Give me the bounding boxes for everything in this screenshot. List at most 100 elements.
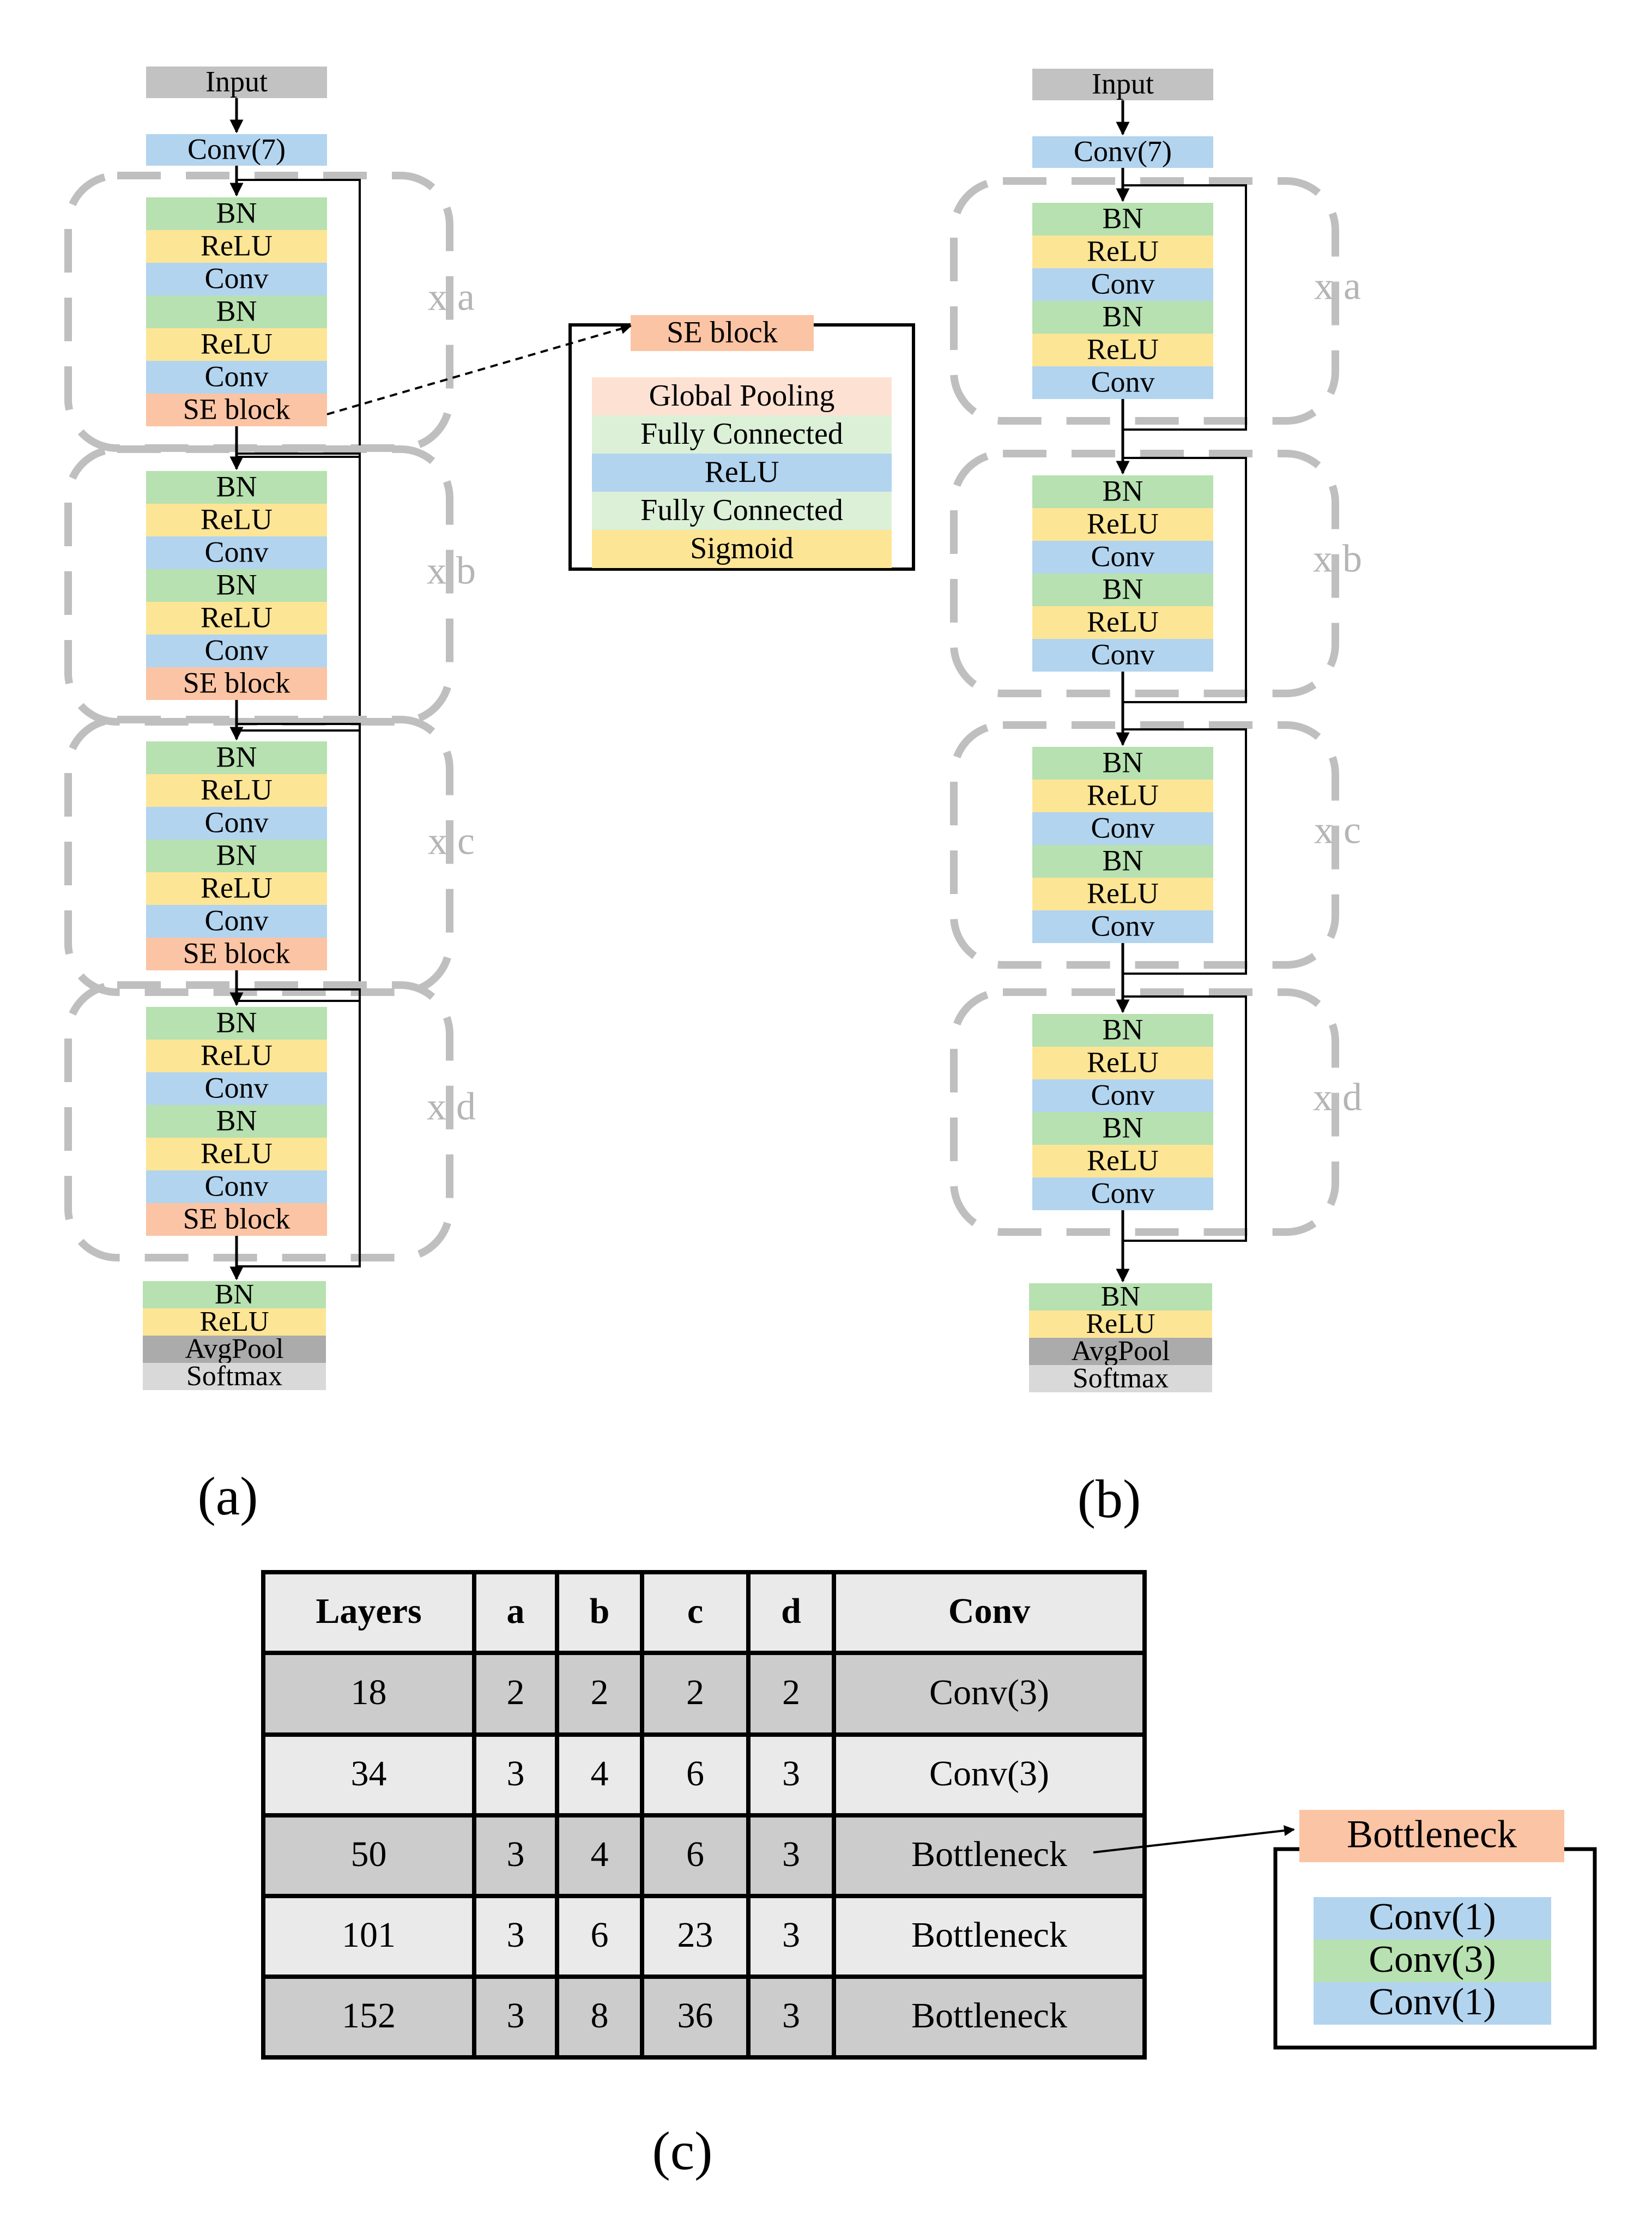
panel_a-stage-1-layer-1-bn-label: BN bbox=[216, 196, 257, 229]
panel_b-tail-relu: ReLU bbox=[1029, 1308, 1212, 1339]
panel_b-tail-softmax: Softmax bbox=[1029, 1363, 1212, 1394]
panel_a-stage-4-layer-6-conv: Conv bbox=[146, 1169, 327, 1203]
panel_a-first-conv-bg bbox=[146, 134, 327, 166]
table-cell: Bottleneck bbox=[911, 1834, 1067, 1874]
panel_a-first-conv: Conv(7) bbox=[146, 132, 327, 166]
panel_a-stage-1-layer-7-se-block-label: SE block bbox=[183, 393, 291, 425]
table-cell: 6 bbox=[591, 1915, 609, 1955]
panel_a-stage-2-repeat-label: x b bbox=[427, 549, 476, 593]
panel_a-stage-4-skip bbox=[237, 988, 361, 1267]
panel_a-stage-4-layer-2-relu-bg bbox=[146, 1040, 327, 1072]
panel_a-stage-3-layer-2-relu-label: ReLU bbox=[201, 773, 273, 806]
table-cell: Conv(3) bbox=[929, 1754, 1049, 1794]
bottleneck-layer-1-conv-1: Conv(1) bbox=[1314, 1896, 1551, 1940]
panel_a-stage-2-layer-5-relu-bg bbox=[146, 602, 327, 635]
table-cell: 6 bbox=[686, 1754, 704, 1794]
panel_a-stage-2-layer-1-bn-bg bbox=[146, 471, 327, 504]
table-cell: 6 bbox=[686, 1834, 704, 1874]
panel_b-stage-2-layer-6-conv-label: Conv bbox=[1091, 638, 1154, 671]
panel_a-tail-bn-label: BN bbox=[215, 1279, 254, 1310]
panel_a-stage-1-layer-1-bn-bg bbox=[146, 197, 327, 230]
panel_b-stage-4-repeat-label: x d bbox=[1313, 1076, 1362, 1119]
panel_b-stage-3-layer-1-bn: BN bbox=[1032, 746, 1213, 780]
panel_a-stage-2-layer-6-conv: Conv bbox=[146, 633, 327, 667]
panel_b-stage-1-layer-2-relu: ReLU bbox=[1032, 234, 1213, 268]
table-header-d: d bbox=[781, 1591, 801, 1631]
panel_b-stage-3-outline bbox=[950, 721, 1339, 969]
panel_a-stage-2-skip bbox=[237, 452, 361, 732]
se-detail-layer-2-fully-connected-label: Fully Connected bbox=[640, 417, 843, 451]
bottleneck-layer-3-conv-1: Conv(1) bbox=[1314, 1981, 1551, 2025]
panel_b-stage-4-layer-2-relu: ReLU bbox=[1032, 1046, 1213, 1079]
bottleneck-layer-3-conv-1-bg bbox=[1314, 1982, 1551, 2025]
panel_a-stage-4-outline bbox=[64, 981, 453, 1261]
panel_b-first-conv-label: Conv(7) bbox=[1074, 135, 1172, 167]
panel_b-stage-3-layer-5-relu-bg bbox=[1032, 878, 1213, 910]
panel_b-stage-2-layer-4-bn-label: BN bbox=[1102, 572, 1143, 605]
table-cell: 3 bbox=[507, 1996, 525, 2036]
table-cell: 2 bbox=[507, 1672, 525, 1712]
panel_b-input: Input bbox=[1032, 67, 1213, 100]
panel_a-stage-3-layer-3-conv-label: Conv bbox=[204, 806, 268, 838]
table-cell: 3 bbox=[782, 1834, 800, 1874]
panel_b-stage-2-layer-2-relu: ReLU bbox=[1032, 507, 1213, 541]
panel_b-stage-1-layer-3-conv: Conv bbox=[1032, 267, 1213, 301]
panel_a-stage-4-layer-4-bn-label: BN bbox=[216, 1104, 257, 1137]
panel_b-stage-4-layer-1-bn-label: BN bbox=[1102, 1013, 1143, 1046]
table-cell: 23 bbox=[677, 1915, 713, 1955]
panel_a-stage-3-layer-3-conv: Conv bbox=[146, 806, 327, 840]
panel_a-stage-3-layer-5-relu: ReLU bbox=[146, 871, 327, 905]
panel_a-stage-2-layer-1-bn-label: BN bbox=[216, 470, 257, 503]
panel_a-stage-3-layer-7-se-block-label: SE block bbox=[183, 937, 291, 969]
panel_b-stage-2-layer-6-conv-bg bbox=[1032, 639, 1213, 672]
table-cell: Conv(3) bbox=[929, 1672, 1049, 1712]
table-header-c: c bbox=[687, 1591, 703, 1631]
se-detail-layer-5-sigmoid: Sigmoid bbox=[592, 530, 892, 568]
panel_a-stage-4-layer-3-conv-label: Conv bbox=[204, 1071, 268, 1104]
panel_a-stage-3-layer-4-bn-bg bbox=[146, 840, 327, 872]
panel_a-tail-avgpool-label: AvgPool bbox=[185, 1333, 283, 1364]
panel_b-stage-4-layer-6-conv: Conv bbox=[1032, 1176, 1213, 1210]
panel_b-stage-2-layer-4-bn-bg bbox=[1032, 573, 1213, 606]
panel_a-stage-2-layer-3-conv: Conv bbox=[146, 535, 327, 569]
panel_a-stage-3-layer-5-relu-label: ReLU bbox=[201, 871, 273, 904]
panel_a-stage-1-repeat-label: x a bbox=[428, 275, 475, 319]
panel_b-stage-1-layer-6-conv-label: Conv bbox=[1091, 365, 1154, 398]
panel_a-stage-1-layer-3-conv: Conv bbox=[146, 262, 327, 295]
panel_b-tail-avgpool-bg bbox=[1029, 1338, 1212, 1365]
panel_b-stage-4-layer-5-relu-bg bbox=[1032, 1145, 1213, 1178]
panel_a-tail-relu-bg bbox=[143, 1308, 326, 1336]
panel_a-input-bg bbox=[146, 67, 327, 98]
panel_a-stage-1-layer-6-conv-bg bbox=[146, 361, 327, 394]
panel_a-stage-1-layer-6-conv-label: Conv bbox=[204, 360, 268, 393]
table-cell: 3 bbox=[507, 1754, 525, 1794]
panel_a-stage-4-layer-1-bn: BN bbox=[146, 1006, 327, 1040]
panel_b-stage-2-layer-5-relu-label: ReLU bbox=[1087, 605, 1159, 638]
bottleneck-layer-2-conv-3: Conv(3) bbox=[1314, 1939, 1551, 1982]
panel_a-stage-2-layer-2-relu-bg bbox=[146, 504, 327, 536]
se-pointer-arrow bbox=[326, 323, 632, 415]
panel_b-stage-2-layer-4-bn: BN bbox=[1032, 572, 1213, 606]
bottleneck-title: Bottleneck bbox=[1299, 1810, 1564, 1862]
panel_b-stage-1-layer-4-bn: BN bbox=[1032, 300, 1213, 334]
panel_a-stage-1-layer-7-se-block-bg bbox=[146, 394, 327, 426]
panel_a-stage-1-outline bbox=[64, 172, 453, 452]
panel_b-stage-4-layer-3-conv-label: Conv bbox=[1091, 1078, 1154, 1111]
panel_b-stage-3-layer-4-bn: BN bbox=[1032, 844, 1213, 878]
se-detail-layer-5-sigmoid-label: Sigmoid bbox=[690, 532, 794, 565]
table-row-1-bg bbox=[263, 1653, 1145, 1735]
panel_b-tail-avgpool-label: AvgPool bbox=[1071, 1336, 1170, 1367]
panel_b-stage-1-layer-1-bn-bg bbox=[1032, 203, 1213, 236]
table-header-conv: Conv bbox=[948, 1591, 1030, 1631]
panel_a-stage-1-layer-2-relu: ReLU bbox=[146, 229, 327, 263]
panel_a-stage-4-layer-2-relu: ReLU bbox=[146, 1038, 327, 1072]
table-cell: 50 bbox=[351, 1834, 387, 1874]
se-detail-layer-4-fully-connected-bg bbox=[592, 492, 892, 530]
table-cell: 4 bbox=[591, 1754, 609, 1794]
panel_b-stage-3-repeat-label: x c bbox=[1314, 808, 1361, 852]
panel_a-stage-1-layer-4-bn-bg bbox=[146, 295, 327, 328]
